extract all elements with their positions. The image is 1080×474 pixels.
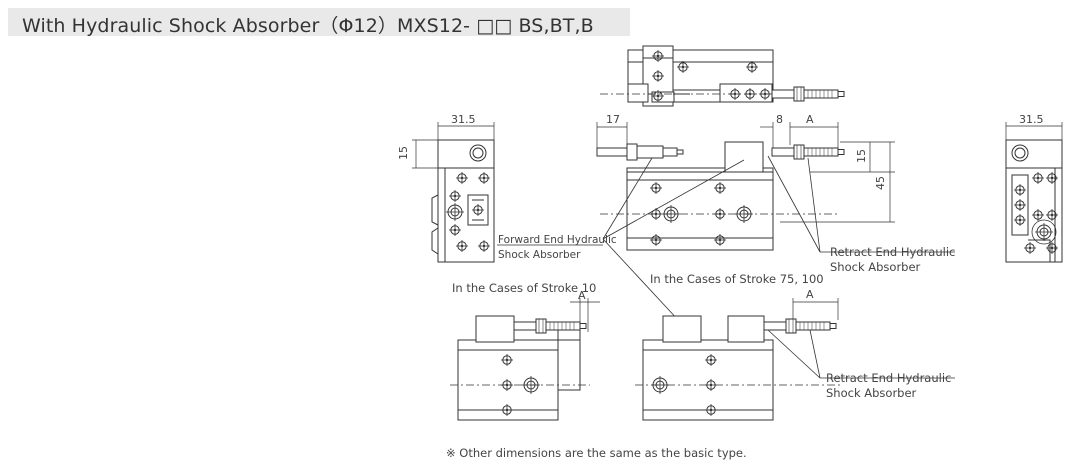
lower-left-view: [450, 298, 600, 421]
dim-length-17: 17: [606, 113, 620, 126]
label-case-stroke10: In the Cases of Stroke 10: [452, 281, 596, 295]
footnote: ※ Other dimensions are the same as the b…: [446, 446, 747, 460]
dim-stroke-a-lower-left: A: [578, 289, 586, 302]
dim-length-8: 8: [776, 113, 783, 126]
label-retract-line2: Shock Absorber: [830, 260, 921, 274]
label-forward-line2: Shock Absorber: [498, 249, 581, 261]
lower-right-view: [635, 298, 955, 421]
dim-width-right: 31.5: [1019, 113, 1044, 126]
dim-stroke-a-lower-right: A: [806, 288, 814, 301]
title-bar: With Hydraulic Shock Absorber（Φ12）MXS12-…: [8, 8, 630, 37]
dim-stroke-a: A: [806, 113, 814, 126]
label-forward-line1: Forward End Hydraulic: [498, 234, 617, 246]
right-side-view: [1005, 122, 1063, 263]
label-case-stroke75: In the Cases of Stroke 75, 100: [650, 272, 824, 286]
dim-height-left: 15: [397, 146, 410, 160]
dim-height-15: 15: [855, 149, 868, 163]
label-retract2-line1: Retract End Hydraulic: [826, 371, 951, 385]
dim-width-left: 31.5: [451, 113, 476, 126]
label-retract2-line2: Shock Absorber: [826, 386, 917, 400]
dim-height-45: 45: [874, 176, 887, 190]
page-title: With Hydraulic Shock Absorber（Φ12）MXS12-…: [22, 15, 594, 37]
label-retract-line1: Retract End Hydraulic: [830, 245, 955, 259]
